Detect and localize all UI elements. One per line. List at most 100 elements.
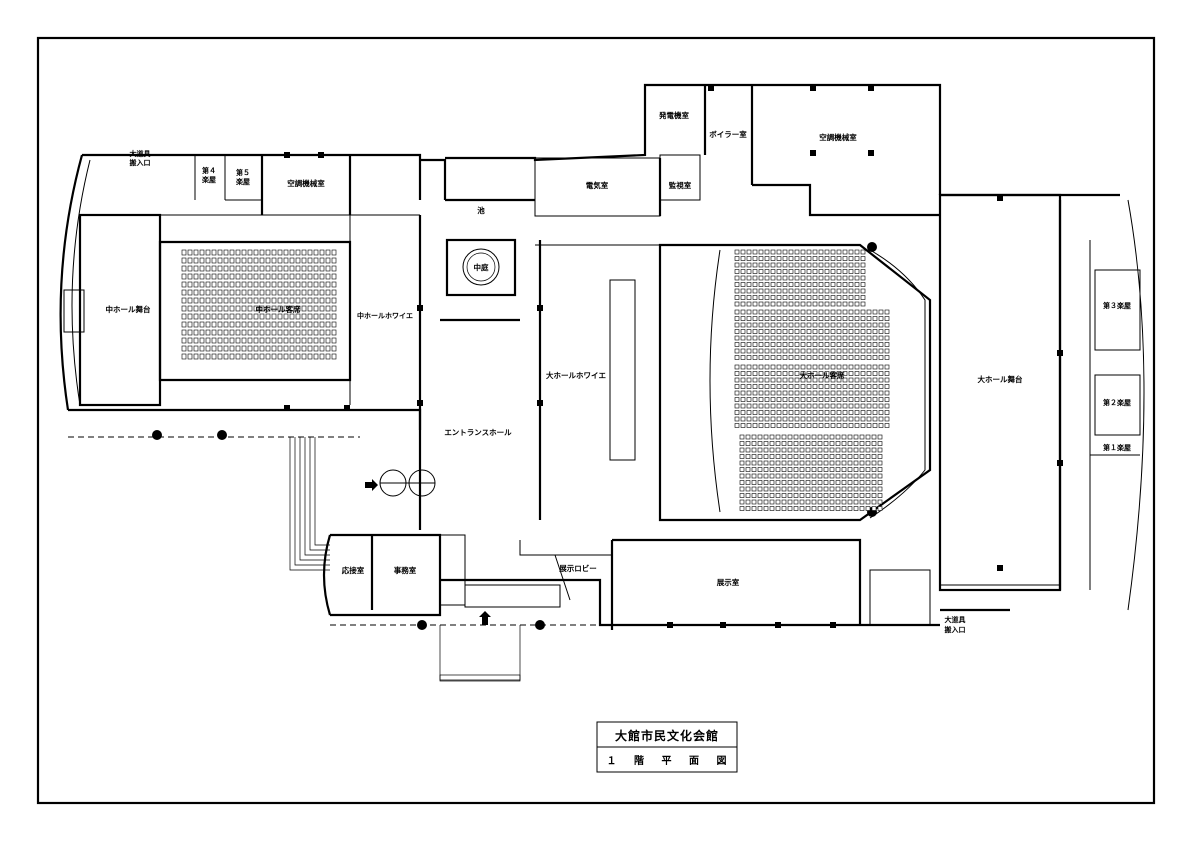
seat bbox=[800, 301, 806, 307]
page-border bbox=[36, 36, 1156, 805]
seat bbox=[265, 281, 271, 288]
seat bbox=[205, 321, 211, 328]
label-kucho-small: 空調機械室 bbox=[287, 178, 325, 188]
seat bbox=[817, 460, 823, 466]
label-chuhall-seats: 中ホール客席 bbox=[256, 304, 301, 314]
seat bbox=[241, 313, 247, 320]
seat bbox=[199, 273, 205, 280]
seat bbox=[818, 322, 824, 328]
seat bbox=[847, 447, 853, 453]
seat bbox=[782, 403, 788, 409]
seat bbox=[764, 416, 770, 422]
seat bbox=[830, 275, 836, 281]
seat bbox=[734, 249, 740, 255]
seat bbox=[229, 305, 235, 312]
seat bbox=[769, 454, 775, 459]
seat bbox=[829, 441, 835, 446]
seat bbox=[331, 297, 337, 304]
seat bbox=[854, 371, 860, 376]
seat bbox=[259, 265, 265, 272]
seat bbox=[775, 499, 781, 505]
seat bbox=[860, 275, 866, 281]
seat bbox=[800, 397, 806, 402]
seat bbox=[253, 273, 259, 280]
seat bbox=[301, 313, 307, 320]
seat bbox=[860, 371, 866, 376]
seat bbox=[824, 275, 830, 281]
seat bbox=[830, 249, 836, 255]
seat bbox=[806, 275, 812, 281]
seat bbox=[751, 493, 757, 498]
seat bbox=[782, 348, 788, 354]
seat bbox=[865, 480, 871, 485]
seat bbox=[788, 249, 794, 255]
seat bbox=[253, 345, 259, 352]
seat bbox=[871, 506, 877, 511]
seat bbox=[781, 447, 787, 453]
seat bbox=[794, 371, 800, 376]
seat bbox=[788, 301, 794, 307]
seat bbox=[247, 345, 253, 352]
seat bbox=[872, 342, 878, 347]
seat bbox=[205, 265, 211, 272]
seat bbox=[835, 460, 841, 466]
seat bbox=[854, 390, 860, 396]
seat bbox=[223, 273, 229, 280]
seat bbox=[848, 275, 854, 281]
seat bbox=[253, 281, 259, 288]
seat bbox=[746, 282, 752, 287]
seat bbox=[734, 322, 740, 328]
seat bbox=[283, 249, 289, 256]
seat bbox=[788, 256, 794, 261]
seat bbox=[764, 282, 770, 287]
seat bbox=[752, 256, 758, 261]
seat bbox=[812, 348, 818, 354]
seat bbox=[746, 309, 752, 315]
seat bbox=[781, 486, 787, 492]
seat bbox=[865, 473, 871, 479]
seat bbox=[217, 313, 223, 320]
seat bbox=[811, 486, 817, 492]
seat bbox=[884, 342, 890, 347]
seat bbox=[836, 348, 842, 354]
seat bbox=[812, 309, 818, 315]
seat bbox=[830, 269, 836, 274]
seat bbox=[752, 342, 758, 347]
seat bbox=[283, 321, 289, 328]
seat bbox=[824, 423, 830, 428]
seat bbox=[812, 275, 818, 281]
seat bbox=[800, 342, 806, 347]
seat bbox=[859, 486, 865, 492]
seat bbox=[812, 288, 818, 294]
seat bbox=[313, 305, 319, 312]
seat bbox=[181, 321, 187, 328]
seat bbox=[800, 416, 806, 422]
seat bbox=[848, 364, 854, 370]
seat bbox=[769, 467, 775, 472]
seat bbox=[836, 249, 842, 255]
seat bbox=[253, 265, 259, 272]
seat bbox=[734, 377, 740, 383]
seat bbox=[824, 295, 830, 300]
seat bbox=[817, 447, 823, 453]
seat bbox=[830, 316, 836, 321]
seat bbox=[265, 337, 271, 344]
seat bbox=[235, 305, 241, 312]
seat bbox=[823, 441, 829, 446]
seat bbox=[842, 288, 848, 294]
seat bbox=[271, 273, 277, 280]
seat bbox=[788, 275, 794, 281]
seat bbox=[818, 316, 824, 321]
seat bbox=[853, 447, 859, 453]
seat bbox=[319, 265, 325, 272]
seat bbox=[319, 321, 325, 328]
seat bbox=[817, 480, 823, 485]
seat bbox=[848, 249, 854, 255]
seat bbox=[794, 384, 800, 389]
seat bbox=[763, 434, 769, 440]
label-daihall-seats: 大ホール客席 bbox=[800, 370, 845, 380]
seat bbox=[734, 269, 740, 274]
seat bbox=[229, 289, 235, 296]
seat bbox=[805, 441, 811, 446]
seat bbox=[740, 390, 746, 396]
